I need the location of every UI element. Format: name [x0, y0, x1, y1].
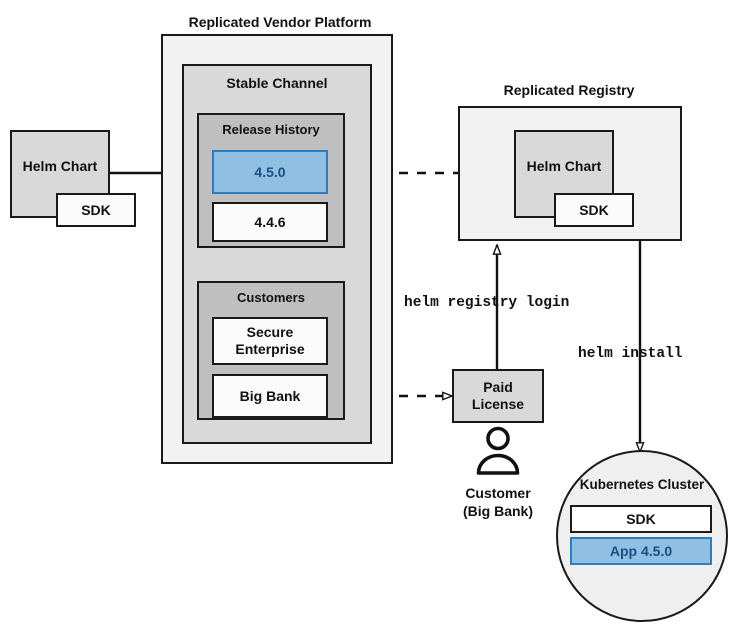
customers-label: Customers [237, 290, 305, 305]
paid-license-label: Paid License [471, 379, 525, 412]
stable-channel-label: Stable Channel [226, 75, 328, 91]
registry-sdk-box: SDK [554, 193, 634, 227]
helm-registry-login-label: helm registry login [404, 295, 570, 311]
helm-install-label: helm install [578, 346, 683, 362]
customer-secure-enterprise-label: Secure Enterprise [235, 324, 305, 357]
registry-sdk-label: SDK [579, 201, 609, 218]
customer-big-bank-label: Big Bank [239, 387, 301, 404]
cluster-app-box: App 4.5.0 [570, 537, 712, 565]
paid-license-box: Paid License [452, 369, 544, 423]
source-sdk-label: SDK [81, 201, 111, 218]
customer-caption: Customer (Big Bank) [463, 485, 533, 519]
kubernetes-cluster-circle [556, 450, 728, 622]
vendor-platform-title: Replicated Vendor Platform [188, 14, 372, 30]
kubernetes-cluster-label: Kubernetes Cluster [579, 477, 705, 492]
release-item-4-5-0[interactable]: 4.5.0 [212, 150, 328, 194]
release-item-4-5-0-label: 4.5.0 [254, 163, 286, 180]
release-item-4-4-6-label: 4.4.6 [254, 213, 286, 230]
registry-title: Replicated Registry [503, 82, 635, 98]
customer-big-bank[interactable]: Big Bank [212, 374, 328, 418]
cluster-app-label: App 4.5.0 [609, 542, 673, 559]
source-helm-chart-label: Helm Chart [22, 157, 98, 174]
cluster-sdk-box: SDK [570, 505, 712, 533]
customer-secure-enterprise[interactable]: Secure Enterprise [212, 317, 328, 365]
source-sdk-box: SDK [56, 193, 136, 227]
release-item-4-4-6[interactable]: 4.4.6 [212, 202, 328, 242]
registry-helm-chart-label: Helm Chart [526, 157, 602, 174]
cluster-sdk-label: SDK [626, 510, 656, 527]
release-history-label: Release History [222, 122, 320, 137]
customer-person-icon [472, 425, 524, 477]
